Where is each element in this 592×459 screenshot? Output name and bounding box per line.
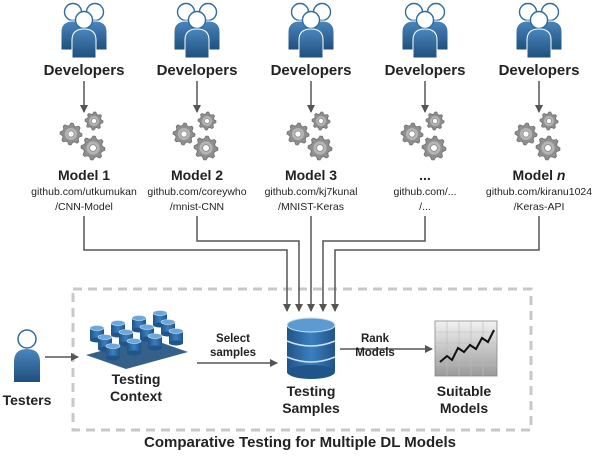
model-to-samples-arrow — [83, 216, 291, 312]
developers-label: Developers — [384, 62, 466, 79]
testing-context-line1: Testing — [111, 371, 161, 387]
suitable-models-line2: Models — [439, 400, 489, 416]
model-name: Model 3 — [284, 167, 338, 183]
model-to-samples-arrow — [331, 216, 540, 312]
testing-samples-database-icon — [286, 317, 336, 379]
developers-group-icon — [287, 2, 335, 59]
developers-group-icon — [60, 2, 108, 59]
rank-models-line2: Models — [355, 347, 395, 359]
testing-samples-label: Testing Samples — [271, 383, 351, 417]
model-repo-link[interactable]: /... — [419, 201, 431, 213]
tester-person-icon — [14, 329, 40, 382]
testers-label: Testers — [2, 392, 52, 408]
suitable-models-chart-icon — [434, 320, 498, 377]
select-samples-line2: samples — [209, 347, 257, 359]
model-repo-link[interactable]: /Keras-API — [513, 201, 565, 213]
model-name: Model 2 — [170, 167, 224, 183]
model-repo-link[interactable]: /mnist-CNN — [169, 201, 225, 213]
model-gears-icon — [400, 111, 447, 161]
model-repo-link[interactable]: /MNIST-Keras — [278, 201, 344, 213]
rank-models-label: Rank Models — [340, 332, 410, 360]
testing-context-icon — [86, 310, 188, 369]
model-gears-icon — [59, 111, 106, 161]
developers-group-icon — [401, 2, 449, 59]
suitable-models-line1: Suitable — [436, 383, 492, 399]
developers-label: Developers — [43, 62, 125, 79]
model-gears-icon — [172, 111, 219, 161]
model-repo-link[interactable]: /CNN-Model — [55, 201, 113, 213]
developers-group-icon — [173, 2, 221, 59]
diagram-caption: Comparative Testing for Multiple DL Mode… — [144, 434, 456, 451]
select-samples-line1: Select — [216, 333, 250, 345]
model-name: Model n — [512, 167, 566, 183]
model-name: ... — [419, 167, 431, 183]
testing-context-line2: Context — [109, 388, 163, 404]
model-name: Model 1 — [57, 167, 111, 183]
model-repo-link[interactable]: github.com/kiranu1024 — [485, 186, 592, 198]
rank-models-line1: Rank — [360, 333, 390, 345]
model-gears-icon — [514, 111, 561, 161]
suitable-models-label: Suitable Models — [424, 383, 504, 417]
testing-samples-line2: Samples — [282, 400, 340, 416]
model-gears-icon — [286, 111, 333, 161]
model-to-samples-arrow — [196, 216, 303, 312]
model-repo-link[interactable]: github.com/utkumukan — [31, 186, 137, 198]
model-repo-link[interactable]: github.com/coreywho — [147, 186, 247, 198]
select-samples-label: Select samples — [198, 332, 268, 360]
developers-label: Developers — [270, 62, 352, 79]
developers-label: Developers — [156, 62, 238, 79]
developers-group-icon — [515, 2, 563, 59]
model-repo-link[interactable]: github.com/... — [393, 186, 457, 198]
developers-label: Developers — [498, 62, 580, 79]
testing-context-label: Testing Context — [96, 371, 176, 405]
model-to-samples-arrow — [319, 216, 426, 312]
model-repo-link[interactable]: github.com/kj7kunal — [264, 186, 358, 198]
testing-samples-line1: Testing — [286, 383, 336, 399]
